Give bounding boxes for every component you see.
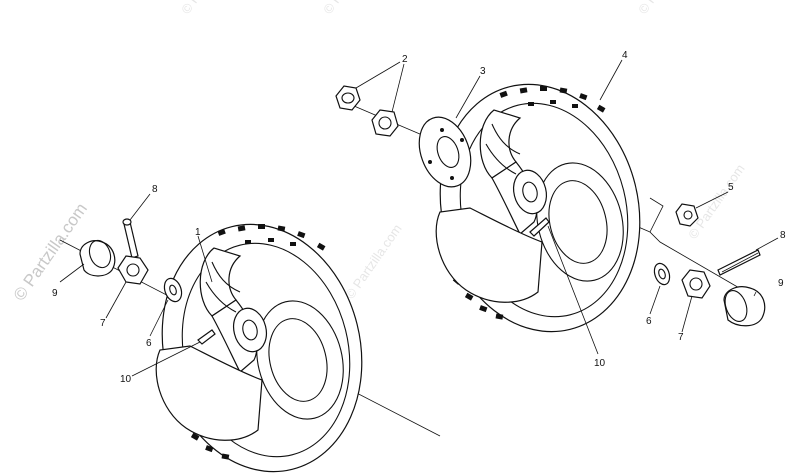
watermark-faint-top-left: © Partzilla.com <box>178 0 241 17</box>
hex-nut-part-2-a <box>335 85 361 111</box>
left-wheel <box>155 223 363 473</box>
leader-lines <box>59 59 779 377</box>
callout-5: 5 <box>728 182 734 193</box>
valve-stem-part-10-left <box>197 329 216 345</box>
hub-cap-part-9-left <box>79 239 116 277</box>
cotter-pin-part-8-left <box>122 218 139 259</box>
washer-part-6-right <box>653 262 671 286</box>
callout-10-left: 10 <box>120 374 132 385</box>
callout-4: 4 <box>622 50 628 61</box>
callout-8-left: 8 <box>152 184 158 195</box>
watermark-text: © Partzilla.com <box>10 200 91 305</box>
hex-nut-part-2-b <box>371 109 399 137</box>
right-rim <box>435 109 624 303</box>
cotter-pin-part-8-right <box>717 249 761 276</box>
valve-stem-part-10-right <box>529 217 550 237</box>
callout-1: 1 <box>195 227 201 238</box>
right-wheel <box>435 83 641 333</box>
hub-cap-part-9-right <box>723 286 766 327</box>
callout-7-right: 7 <box>678 332 684 343</box>
hub-plate-part-3 <box>418 116 472 188</box>
callout-6-right: 6 <box>646 316 652 327</box>
callout-3: 3 <box>480 66 486 77</box>
callout-9-right: 9 <box>778 278 784 289</box>
callout-8-right: 8 <box>780 230 786 241</box>
watermark-faint-top-mid: © Partzilla.com <box>320 0 383 17</box>
callout-9-left: 9 <box>52 288 58 299</box>
left-rim <box>155 247 344 441</box>
nut-part-5 <box>675 203 699 227</box>
washer-part-6-left <box>163 277 183 303</box>
watermark-faint-top-right: © Partzilla.com <box>635 0 698 17</box>
callout-2: 2 <box>402 54 408 65</box>
castle-nut-part-7-left <box>117 255 149 285</box>
callout-6-left: 6 <box>146 338 152 349</box>
castle-nut-part-7-right <box>681 269 711 299</box>
callout-10-right: 10 <box>594 358 606 369</box>
right-axle-offset-line <box>649 197 761 301</box>
callout-7-left: 7 <box>100 318 106 329</box>
watermark-faint-right: © Partzilla.com <box>685 161 748 241</box>
watermark-faint-center: © Partzilla.com <box>342 221 405 301</box>
